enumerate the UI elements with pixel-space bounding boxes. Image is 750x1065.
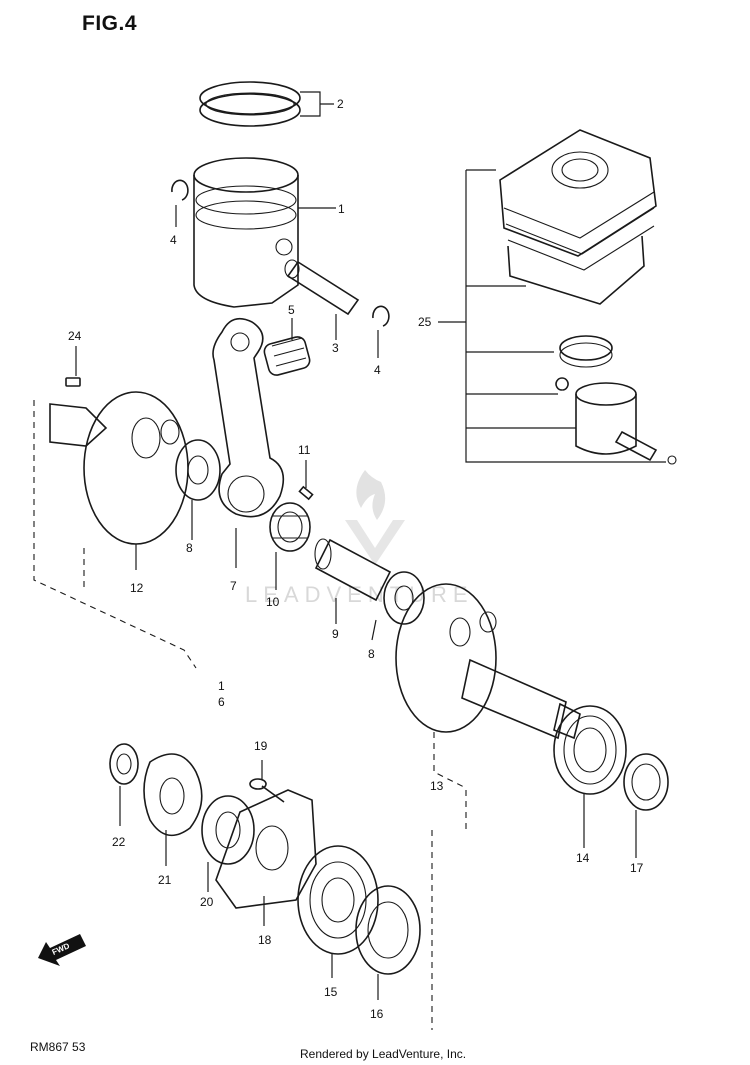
gear-part[interactable]: [143, 753, 203, 866]
callout-9: 9: [332, 627, 339, 641]
connecting-rod-part[interactable]: [212, 317, 285, 568]
crank-nut-part[interactable]: [109, 743, 139, 826]
render-credit: Rendered by LeadVenture, Inc.: [300, 1047, 467, 1061]
thrust-washer-part[interactable]: [298, 460, 314, 501]
circlip-part[interactable]: [171, 179, 390, 358]
cylinder-set-part[interactable]: [438, 129, 677, 465]
callout-18: 18: [258, 933, 272, 947]
diagram-code: RM867 53: [30, 1040, 86, 1054]
callout-1-6a: 1: [218, 679, 225, 693]
watermark-text: LEADVENTURE: [245, 582, 474, 607]
callout-16: 16: [370, 1007, 384, 1021]
woodruff-key-part[interactable]: [65, 346, 81, 387]
callout-5: 5: [288, 303, 295, 317]
bearing-retainer-plate-part[interactable]: [215, 789, 317, 926]
callout-19: 19: [254, 739, 268, 753]
crank-half-left-part[interactable]: [33, 391, 197, 669]
callout-20: 20: [200, 895, 214, 909]
callout-14: 14: [576, 851, 590, 865]
callout-1: 1: [338, 202, 345, 216]
callout-8a: 8: [186, 541, 193, 555]
callout-1-6b: 6: [218, 695, 225, 709]
callout-4b: 4: [374, 363, 381, 377]
screw-part[interactable]: [249, 760, 285, 803]
callout-15: 15: [324, 985, 338, 999]
crank-half-right-part[interactable]: [395, 583, 581, 830]
piston-part[interactable]: [193, 157, 336, 308]
crank-pin-part[interactable]: [314, 538, 392, 624]
callout-11: 11: [298, 443, 311, 457]
figure-title: FIG.4: [82, 12, 138, 35]
oil-seal-left-part[interactable]: [355, 830, 433, 1030]
spacer-part[interactable]: [201, 795, 255, 892]
callout-21: 21: [158, 873, 172, 887]
callout-12: 12: [130, 581, 144, 595]
fwd-arrow-icon: FWD: [38, 934, 86, 966]
piston-rings-part[interactable]: [199, 81, 334, 127]
callout-10: 10: [266, 595, 280, 609]
callout-24: 24: [68, 329, 82, 343]
callout-4a: 4: [170, 233, 177, 247]
big-end-bearing-part[interactable]: [269, 502, 311, 590]
watermark: LEADVENTURE: [245, 470, 474, 607]
oil-seal-right-part[interactable]: [623, 753, 669, 858]
small-end-bearing-part[interactable]: [263, 318, 312, 377]
callout-22: 22: [112, 835, 126, 849]
callout-labels: 2 1 4 5 3 4 24 25 11 8 7 12 10 9 8 1 6 1…: [68, 97, 644, 1021]
callout-13: 13: [430, 779, 444, 793]
main-bearing-left-part[interactable]: [297, 845, 379, 978]
callout-7: 7: [230, 579, 237, 593]
callout-8b: 8: [368, 647, 375, 661]
callout-2: 2: [337, 97, 344, 111]
callout-3: 3: [332, 341, 339, 355]
piston-pin-part[interactable]: [284, 259, 360, 340]
callout-25: 25: [418, 315, 432, 329]
thrust-washer-8-part[interactable]: [175, 439, 425, 641]
callout-17: 17: [630, 861, 644, 875]
main-bearing-right-part[interactable]: [553, 705, 627, 848]
